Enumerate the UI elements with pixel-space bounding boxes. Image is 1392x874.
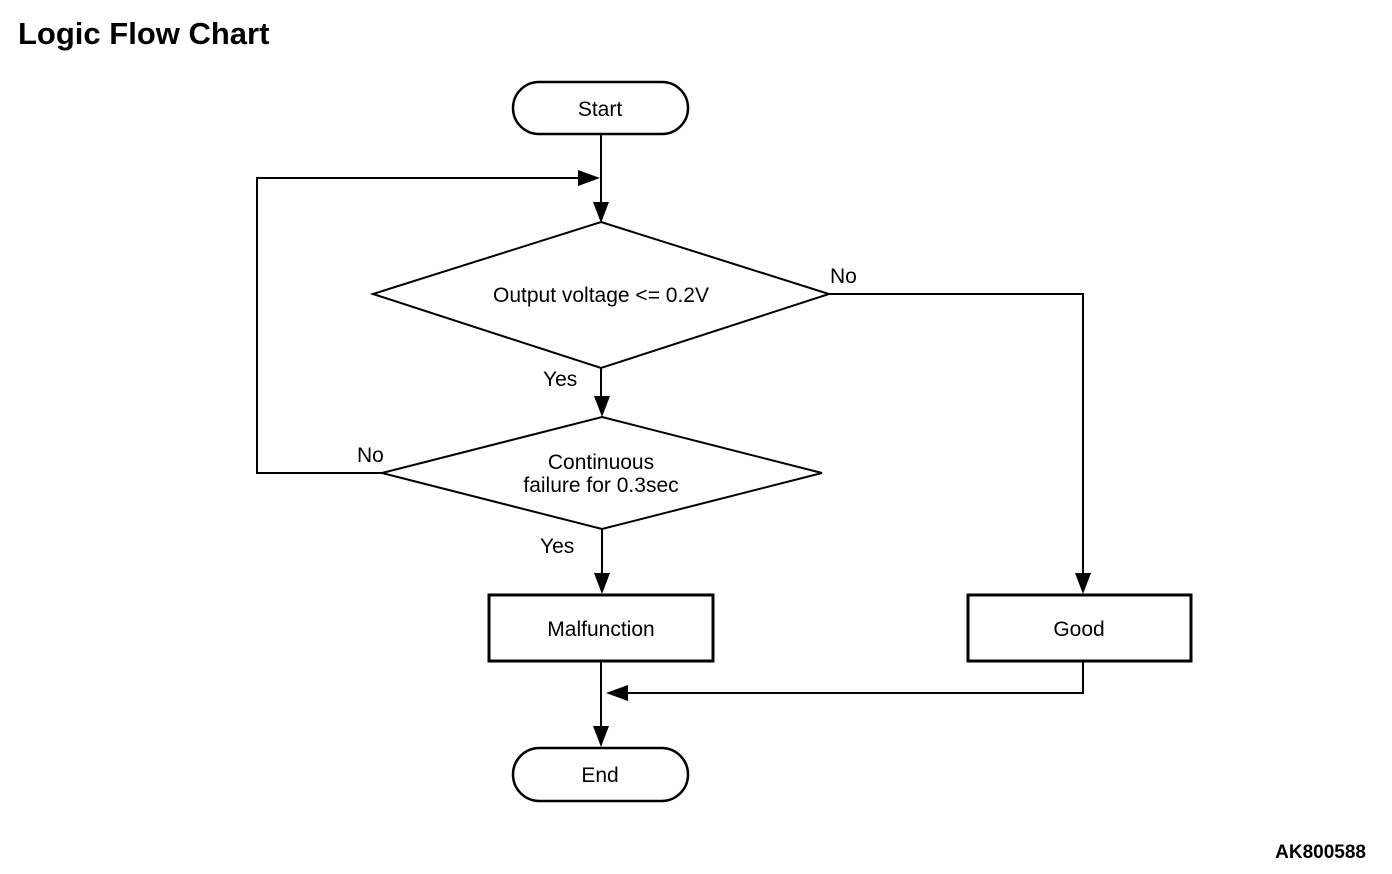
branch-label-voltage-no: No (830, 265, 857, 288)
page-title: Logic Flow Chart (18, 16, 269, 51)
figure-code: AK800588 (1275, 842, 1366, 863)
arrowhead-into-good (1075, 573, 1091, 594)
edge-good-to-end-junction (628, 662, 1084, 694)
arrowhead-into-end (593, 726, 609, 747)
good-box-shape (966, 593, 1193, 663)
arrowhead-into-decision-voltage (593, 202, 609, 223)
end-node: End (511, 746, 690, 803)
decision-duration-diamond-shape (381, 415, 823, 531)
malfunction-node: Malfunction (487, 593, 715, 663)
branch-label-voltage-yes: Yes (543, 368, 577, 391)
branch-label-duration-no: No (357, 444, 384, 467)
decision-duration-label-line1: Continuous (548, 451, 654, 474)
good-node: Good (966, 593, 1193, 663)
arrowhead-feedback-junction (578, 170, 600, 186)
start-label: Start (578, 98, 623, 121)
edge-decision-duration-no-feedback (256, 177, 578, 474)
end-label: End (581, 764, 618, 787)
end-terminator-shape (511, 746, 690, 803)
good-label: Good (1053, 618, 1104, 641)
arrowhead-into-decision-duration (594, 396, 610, 417)
decision-voltage-label: Output voltage <= 0.2V (493, 284, 709, 307)
branch-label-duration-yes: Yes (540, 535, 574, 558)
decision-duration-node: Continuous failure for 0.3sec (381, 415, 823, 531)
decision-duration-label-line2: failure for 0.3sec (523, 474, 678, 497)
start-node: Start (511, 80, 690, 136)
malfunction-box-shape (487, 593, 715, 663)
start-terminator-shape (511, 80, 690, 136)
arrowhead-good-junction (606, 685, 628, 701)
decision-voltage-node: Output voltage <= 0.2V (369, 220, 833, 370)
malfunction-label: Malfunction (547, 618, 654, 641)
edge-decision-voltage-no-to-good (829, 293, 1084, 575)
arrowhead-into-malfunction (594, 573, 610, 594)
decision-voltage-diamond-shape (369, 220, 833, 370)
